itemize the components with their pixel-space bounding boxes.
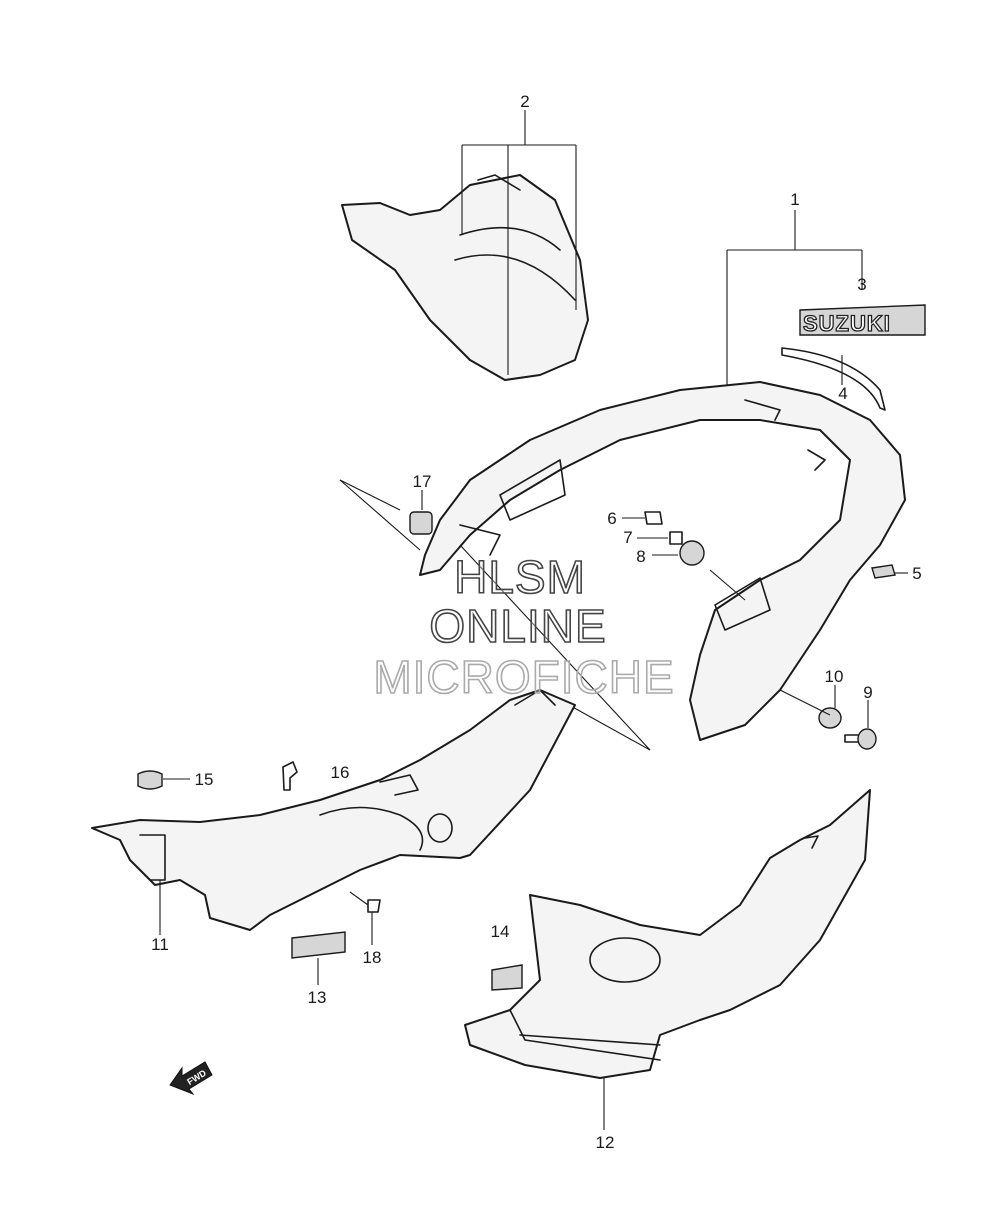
callout-12: 12: [596, 1133, 615, 1152]
part-9-bolt: [844, 700, 877, 750]
callout-11: 11: [151, 935, 169, 954]
part-18-screw: [349, 891, 381, 945]
callout-2-leader: [461, 110, 577, 375]
part-1-frame-cover: [419, 381, 906, 741]
part-2-seat-cowl: [341, 174, 589, 381]
callout-1: 1: [790, 190, 799, 209]
callout-4: 4: [838, 384, 847, 403]
part-4-trim-strip: [781, 347, 886, 411]
part-5-nut-clip: [871, 564, 908, 579]
part-8-cushion: [652, 540, 746, 601]
part-10-cushion: [818, 685, 842, 729]
callout-1-leader: [726, 210, 863, 385]
callout-10: 10: [825, 667, 844, 686]
bolt-axis-line: [779, 689, 831, 716]
callout-14: 14: [491, 922, 510, 941]
callout-8: 8: [636, 547, 645, 566]
callout-9: 9: [863, 683, 872, 702]
part-14-reflector: [491, 964, 523, 991]
assembly-cross-lines: [339, 479, 651, 751]
callout-13: 13: [308, 988, 327, 1007]
callout-3: 3: [857, 275, 866, 294]
part-16-rivet: [282, 761, 298, 791]
part-6-screw: [622, 511, 663, 525]
part-7-collar: [637, 531, 683, 545]
watermark-line-3: MICROFICHE: [373, 651, 674, 703]
callout-17: 17: [413, 472, 432, 491]
watermark: HLSM ONLINE MICROFICHE: [373, 550, 675, 704]
callout-2: 2: [520, 92, 529, 111]
fwd-arrow-icon: FWD: [169, 1061, 213, 1096]
part-11-side-cover: [91, 689, 576, 931]
part-17-grommet: [409, 490, 433, 535]
callout-15: 15: [195, 770, 214, 789]
watermark-line-2: ONLINE: [429, 600, 606, 652]
callout-5: 5: [912, 564, 921, 583]
part-15-grommet: [137, 770, 190, 790]
emblem-text: SUZUKI: [803, 311, 891, 336]
callout-18: 18: [363, 948, 382, 967]
part-12-side-cover: [464, 789, 871, 1079]
part-13-reflector: [291, 931, 346, 985]
part-3-emblem: SUZUKI: [799, 304, 926, 337]
callout-7: 7: [623, 528, 632, 547]
callout-6: 6: [607, 509, 616, 528]
callout-16: 16: [331, 763, 350, 782]
watermark-line-1: HLSM: [454, 551, 586, 603]
